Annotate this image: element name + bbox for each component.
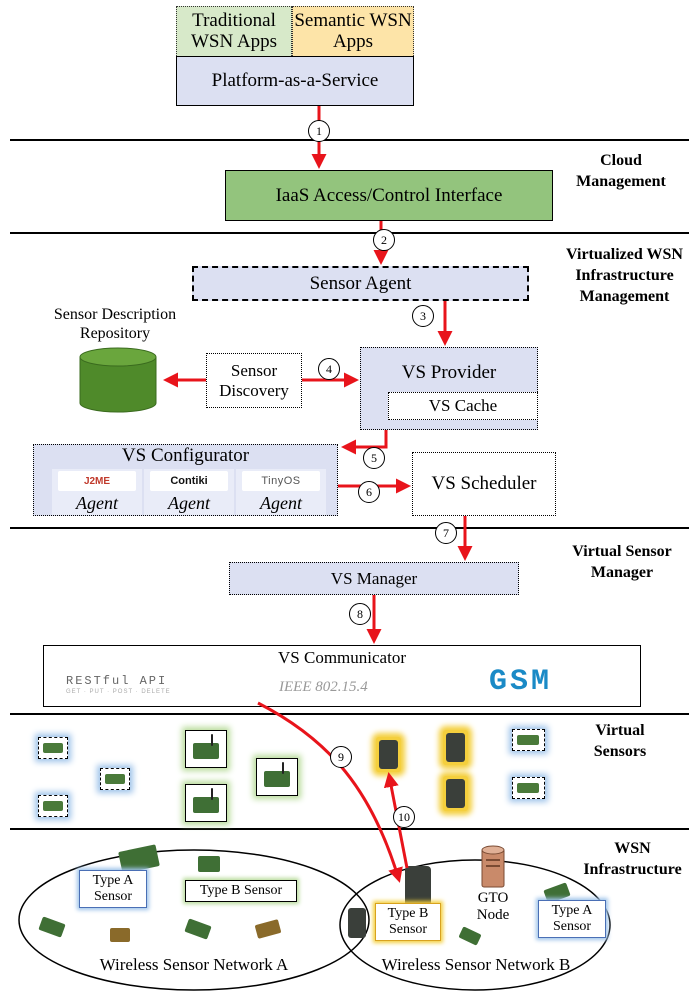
section-wsn-infrastructure: WSN Infrastructure — [583, 840, 682, 878]
restful-api-subtitle: GET · PUT · POST · DELETE — [66, 689, 171, 695]
database-icon — [79, 347, 157, 413]
virtual-sensor-green — [256, 758, 298, 796]
virtual-sensor-blue — [512, 729, 545, 751]
agent-j2me: J2ME Agent — [52, 469, 142, 515]
step-3-marker: 3 — [412, 305, 434, 327]
step-10-marker: 10 — [393, 806, 415, 828]
step-2-marker: 2 — [373, 229, 395, 251]
vs-provider-box: VS Provider VS Cache — [360, 347, 538, 430]
virtual-sensor-yellow — [376, 737, 401, 772]
step-8-marker: 8 — [349, 603, 371, 625]
separator-line — [10, 828, 689, 830]
ieee-label: IEEE 802.15.4 — [279, 679, 368, 695]
gto-node-server-icon — [481, 845, 505, 888]
vs-scheduler-box: VS Scheduler — [412, 452, 556, 516]
sensor-board — [198, 856, 220, 872]
virtual-sensor-blue — [100, 768, 130, 790]
vs-provider-title: VS Provider — [401, 362, 497, 383]
sensor-board — [348, 908, 366, 938]
sensor-board — [254, 919, 282, 939]
sensor-board — [184, 918, 212, 940]
vs-configurator-box: VS Configurator J2ME Agent Contiki Agent… — [33, 444, 338, 516]
virtual-sensor-yellow — [443, 776, 468, 811]
separator-line — [10, 527, 689, 529]
virtual-sensor-blue — [38, 795, 68, 817]
vs-configurator-title: VS Configurator — [121, 445, 250, 466]
restful-api-logo: RESTful API — [66, 674, 168, 688]
type-a-sensor-label-net-b: Type A Sensor — [538, 900, 606, 938]
semantic-apps-box: Semantic WSN Apps — [292, 6, 414, 58]
sensor-board — [458, 926, 482, 946]
type-b-sensor-label-net-b: Type B Sensor — [375, 903, 441, 941]
virtual-sensor-green — [185, 784, 227, 822]
agent-label: Agent — [168, 493, 210, 513]
sensor-board — [405, 866, 431, 908]
virtual-sensor-blue — [512, 777, 545, 799]
agent-contiki: Contiki Agent — [144, 469, 234, 515]
repository-label: Sensor Description Repository — [53, 306, 177, 342]
network-a-label: Wireless Sensor Network A — [99, 955, 289, 974]
agent-tinyos: TinyOS Agent — [236, 469, 326, 515]
sensor-agent-box: Sensor Agent — [192, 266, 529, 301]
section-virtual-sensor-manager: Virtual Sensor Manager — [572, 543, 672, 581]
agent-label: Agent — [260, 493, 302, 513]
tinyos-logo: TinyOS — [242, 471, 320, 491]
type-b-sensor-label-net-a: Type B Sensor — [185, 880, 297, 902]
step-5-marker: 5 — [363, 447, 385, 469]
vs-communicator-title: VS Communicator — [278, 648, 406, 667]
vs-cache-box: VS Cache — [388, 392, 538, 420]
j2me-logo: J2ME — [58, 471, 136, 491]
gto-node-label: GTO Node — [476, 890, 510, 923]
step-1-marker: 1 — [308, 120, 330, 142]
separator-line — [10, 139, 689, 141]
paas-box: Platform-as-a-Service — [176, 56, 414, 106]
virtual-sensor-blue — [38, 737, 68, 759]
step-4-marker: 4 — [318, 358, 340, 380]
separator-line — [10, 713, 689, 715]
separator-line — [10, 232, 689, 234]
gsm-logo: GSM — [489, 665, 553, 699]
virtual-sensor-yellow — [443, 730, 468, 765]
iaas-interface-box: IaaS Access/Control Interface — [225, 170, 553, 221]
step-6-marker: 6 — [358, 481, 380, 503]
section-virtualized-management: Virtualized WSN Infrastructure Managemen… — [566, 246, 683, 305]
type-a-sensor-label-net-a: Type A Sensor — [79, 870, 147, 908]
network-b-label: Wireless Sensor Network B — [381, 955, 571, 974]
sensor-board — [110, 928, 130, 942]
step-7-marker: 7 — [435, 522, 457, 544]
arrow-step-5 — [341, 430, 388, 455]
contiki-logo: Contiki — [150, 471, 228, 491]
agent-label: Agent — [76, 493, 118, 513]
vs-communicator-box: VS Communicator RESTful API GET · PUT · … — [43, 645, 641, 707]
step-9-marker: 9 — [330, 746, 352, 768]
virtual-sensor-green — [185, 730, 227, 768]
section-virtual-sensors: Virtual Sensors — [593, 722, 647, 760]
vs-manager-box: VS Manager — [229, 562, 519, 595]
traditional-apps-box: Traditional WSN Apps — [176, 6, 292, 58]
section-cloud-management: Cloud Management — [576, 152, 666, 190]
sensor-board — [38, 916, 66, 938]
sensor-discovery-box: Sensor Discovery — [206, 353, 302, 408]
